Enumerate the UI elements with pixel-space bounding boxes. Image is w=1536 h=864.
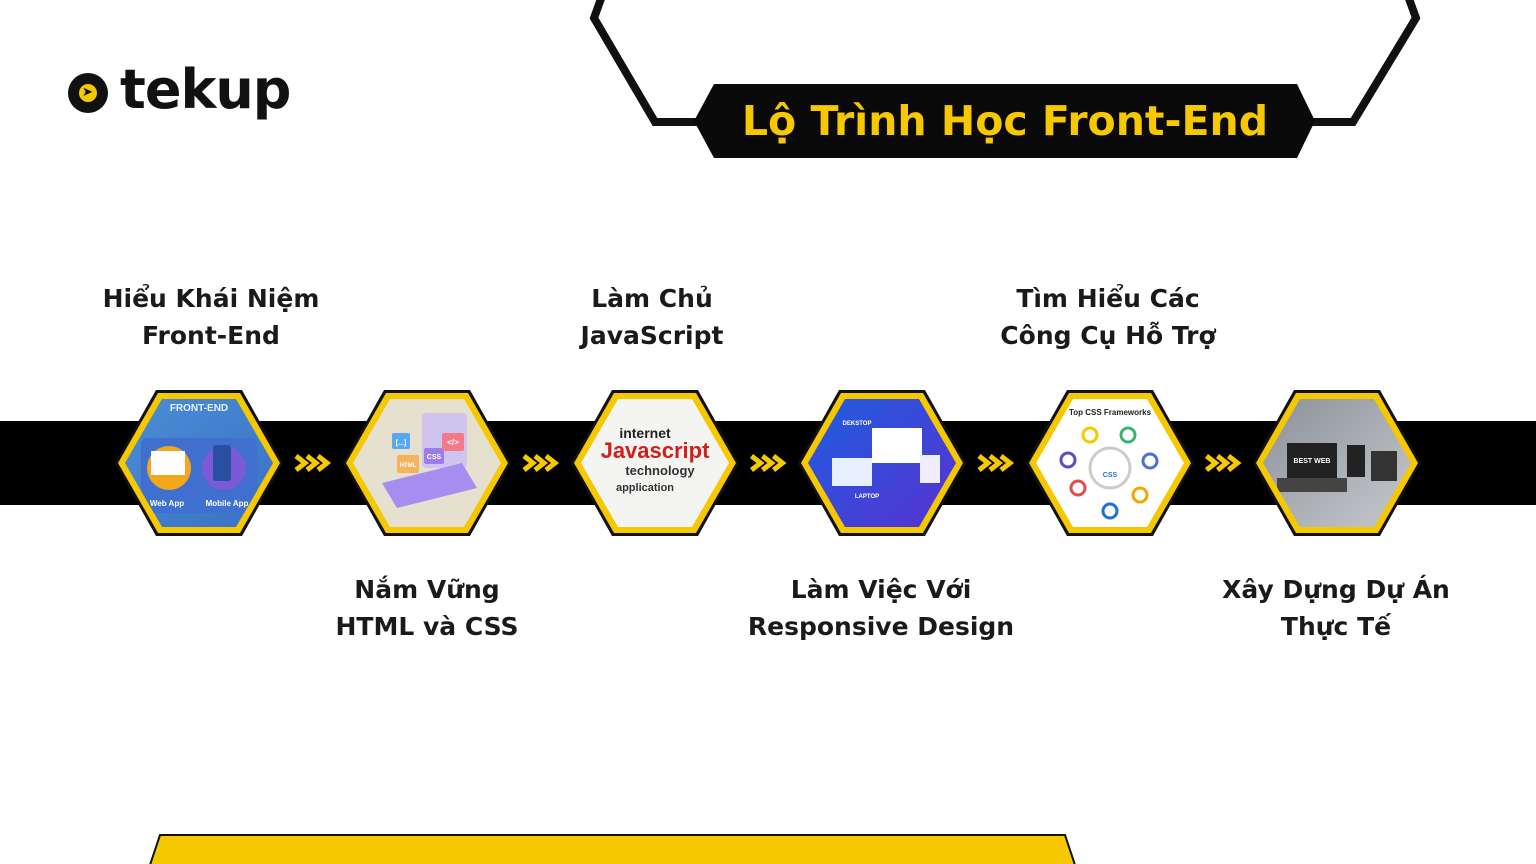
step-hexagon: [...] HTML CSS </> xyxy=(343,390,511,536)
step-label-line: HTML và CSS xyxy=(335,612,519,641)
step-hexagon: DEKSTOP LAPTOP xyxy=(798,390,966,536)
step-hexagon: FRONT-END Web App Mobile App xyxy=(115,390,283,536)
step-picture: DEKSTOP LAPTOP xyxy=(808,399,956,527)
picture-text: internet xyxy=(619,425,671,441)
step-picture: FRONT-END Web App Mobile App xyxy=(125,399,273,527)
picture-text: [...] xyxy=(396,440,407,447)
chevron-arrows-icon xyxy=(749,454,787,472)
step-label-line: Xây Dựng Dự Án xyxy=(1222,575,1450,604)
chevron-arrows-icon xyxy=(1204,454,1242,472)
title-frame-outline xyxy=(589,0,700,126)
picture-text: Top CSS Frameworks xyxy=(1069,408,1152,417)
tekup-logo: ➤ tekup xyxy=(68,58,291,121)
picture-text: CSS xyxy=(427,454,442,461)
page-title: Lộ Trình Học Front-End xyxy=(741,97,1269,145)
picture-text: </> xyxy=(447,438,459,447)
picture-text: FRONT-END xyxy=(170,403,228,414)
picture-text: application xyxy=(616,482,674,494)
step-label-line: Làm Việc Với xyxy=(790,575,972,604)
chevron-arrows-icon xyxy=(977,454,1015,472)
title-banner xyxy=(694,84,1315,158)
picture-text: LAPTOP xyxy=(855,494,879,500)
step-label-line: Làm Chủ xyxy=(591,284,713,313)
step-label-line: Front-End xyxy=(142,321,280,350)
bottom-yellow-banner xyxy=(149,834,1076,864)
step-label-line: Thực Tế xyxy=(1280,612,1392,641)
picture-text: CSS xyxy=(1103,472,1118,479)
picture-text: BEST WEB xyxy=(1294,458,1331,465)
chevron-arrows-icon xyxy=(294,454,332,472)
step-label-line: Responsive Design xyxy=(747,612,1015,641)
picture-text: technology xyxy=(625,463,695,478)
paper-plane-icon: ➤ xyxy=(68,72,108,113)
step-hexagon: BEST WEB xyxy=(1253,390,1421,536)
chevron-arrows-icon xyxy=(522,454,560,472)
step-label-line: Hiểu Khái Niệm xyxy=(102,284,320,313)
logo-text: tekup xyxy=(120,58,291,121)
picture-text: Web App xyxy=(150,499,184,508)
picture-text: DEKSTOP xyxy=(843,421,872,427)
title-frame-outline-right xyxy=(1310,0,1421,126)
step-label-line: JavaScript xyxy=(580,321,724,350)
step-label-line: Công Cụ Hỗ Trợ xyxy=(1000,321,1216,350)
picture-text: Javascript xyxy=(601,438,711,463)
step-label-6: Xây Dựng Dự Án Thực Tế xyxy=(1176,571,1496,645)
picture-text: Mobile App xyxy=(206,499,249,508)
picture-text: HTML xyxy=(400,463,417,469)
step-label-line: Nắm Vững xyxy=(354,575,500,604)
step-label-line: Tìm Hiểu Các xyxy=(1016,284,1200,313)
